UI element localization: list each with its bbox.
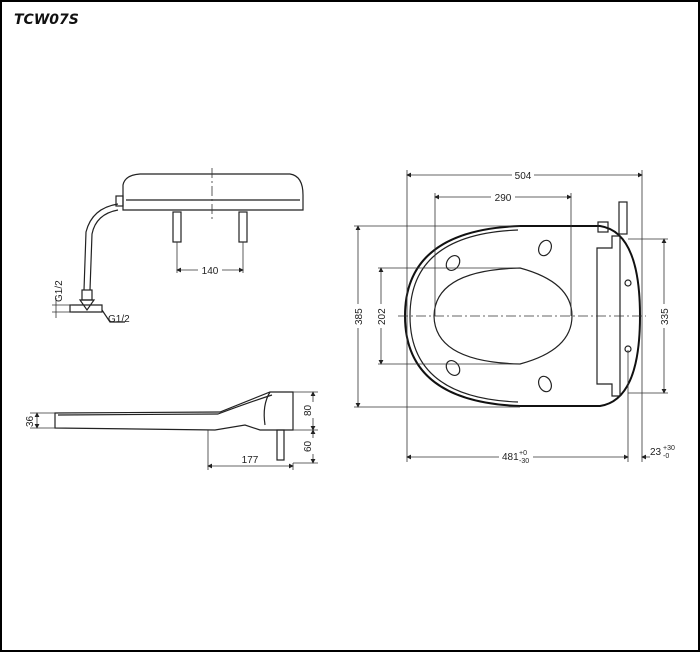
peg-right	[238, 211, 248, 243]
dim-23: 23	[650, 447, 662, 458]
dim-504: 504	[515, 171, 532, 182]
dim-60: 60	[303, 440, 314, 452]
svg-text:-0: -0	[663, 453, 669, 460]
mount-holes	[445, 239, 553, 393]
plan-view: 504 290 385 202 335	[352, 169, 675, 465]
dim-36: 36	[25, 415, 36, 427]
rear-view: 140 G1/2 G1/2	[52, 168, 304, 325]
dim-80: 80	[303, 404, 314, 416]
dim-thread-horizontal: G1/2	[108, 314, 130, 325]
svg-text:+0: +0	[519, 450, 527, 457]
dim-140: 140	[202, 266, 219, 277]
model-title: TCW07S	[14, 12, 79, 28]
svg-text:-30: -30	[519, 458, 529, 465]
dim-335: 335	[660, 308, 671, 325]
dim-385: 385	[354, 308, 365, 325]
dim-481: 481	[502, 452, 519, 463]
dim-202: 202	[377, 308, 388, 325]
dim-177: 177	[242, 455, 259, 466]
svg-text:+30: +30	[663, 445, 675, 452]
dim-290: 290	[495, 193, 512, 204]
side-view: 36 80 60 177	[25, 391, 318, 470]
peg-left	[172, 211, 182, 243]
dim-thread-vertical: G1/2	[54, 280, 65, 302]
